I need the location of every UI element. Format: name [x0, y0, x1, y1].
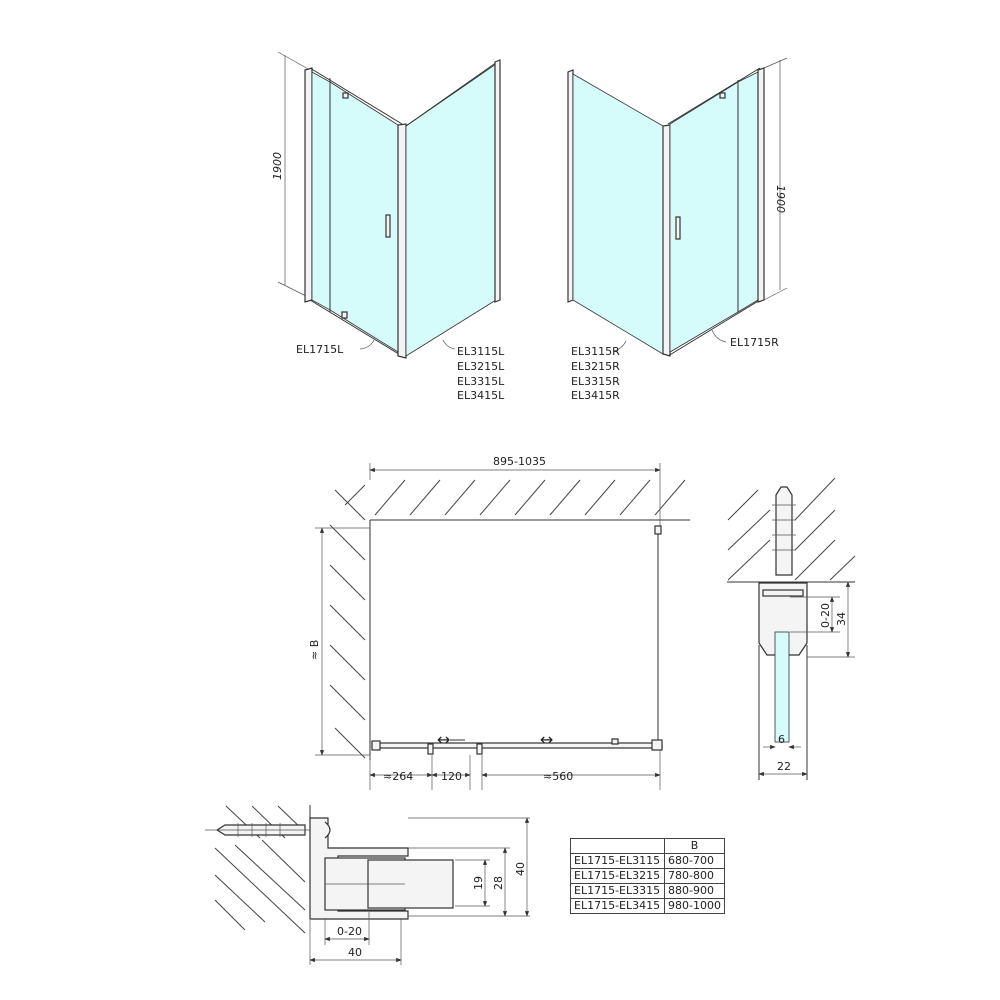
slide-arrow-icon: ↔	[540, 730, 553, 749]
slide-arrow-icon: ↔	[437, 730, 450, 749]
plan-view: 895-1035 ≈ B ↔ ↔ ≈264 120 ≈560	[308, 455, 690, 790]
glass-thickness-label: 6	[778, 733, 785, 746]
enclosure-right-3d-view: 1900 EL3115R EL3215R EL3315R EL3415R EL1…	[567, 57, 788, 402]
b-value-cell: 980-1000	[664, 898, 725, 914]
table-row: EL1715-EL3115 680-700	[570, 853, 725, 869]
panel-code-2: EL3215L	[457, 360, 505, 373]
wall-hatch-left	[329, 489, 366, 759]
panel-code-4: EL3415L	[457, 389, 505, 402]
dim-label: 40	[514, 862, 527, 876]
spec-table: B EL1715-EL3115 680-700 EL1715-EL3215 78…	[570, 838, 725, 914]
enclosure-left-3d-view: 1900 EL1715L EL3115L EL3215L EL3315L EL3…	[271, 51, 505, 402]
depth-dimension-label: 40	[348, 946, 362, 959]
table-header-row: B	[570, 838, 725, 854]
model-cell: EL1715-EL3215	[570, 868, 665, 884]
table-header-cell	[570, 838, 665, 854]
height-dimension-label: 34	[835, 612, 848, 626]
panel-code-1: EL3115L	[457, 345, 505, 358]
door-code-label: EL1715L	[296, 343, 344, 356]
panel-code-4: EL3415R	[571, 389, 620, 402]
panel-code-3: EL3315R	[571, 375, 620, 388]
dim-label: 19	[472, 876, 485, 890]
adjust-dimension-label: 0-20	[819, 603, 832, 628]
dim-label: 120	[441, 770, 462, 783]
table-header-cell: B	[664, 838, 725, 854]
table-row: EL1715-EL3215 780-800	[570, 868, 725, 884]
dim-label: 28	[492, 876, 505, 890]
table-row: EL1715-EL3315 880-900	[570, 883, 725, 899]
adjust-dimension-label: 0-20	[337, 925, 362, 938]
dim-label: ≈264	[383, 770, 413, 783]
dim-label: ≈560	[543, 770, 573, 783]
model-cell: EL1715-EL3115	[570, 853, 665, 869]
b-value-cell: 880-900	[664, 883, 725, 899]
depth-dimension-label: ≈ B	[308, 640, 321, 660]
panel-code-3: EL3315L	[457, 375, 505, 388]
height-dimension-label: 1900	[271, 152, 284, 180]
b-value-cell: 780-800	[664, 868, 725, 884]
table-row: EL1715-EL3415 980-1000	[570, 898, 725, 914]
profile-detail-top: 0-20 34 6 22	[727, 477, 856, 780]
profile-detail-bottom: 19 28 40 0-20 40	[205, 805, 530, 965]
width-dimension-label: 22	[777, 760, 791, 773]
b-value-cell: 680-700	[664, 853, 725, 869]
model-cell: EL1715-EL3315	[570, 883, 665, 899]
wall-hatch-top	[344, 479, 686, 516]
model-cell: EL1715-EL3415	[570, 898, 665, 914]
panel-code-1: EL3115R	[571, 345, 620, 358]
height-dimension-label: 1900	[774, 185, 787, 213]
width-dimension-label: 895-1035	[493, 455, 546, 468]
door-code-label: EL1715R	[730, 336, 779, 349]
panel-code-2: EL3215R	[571, 360, 620, 373]
